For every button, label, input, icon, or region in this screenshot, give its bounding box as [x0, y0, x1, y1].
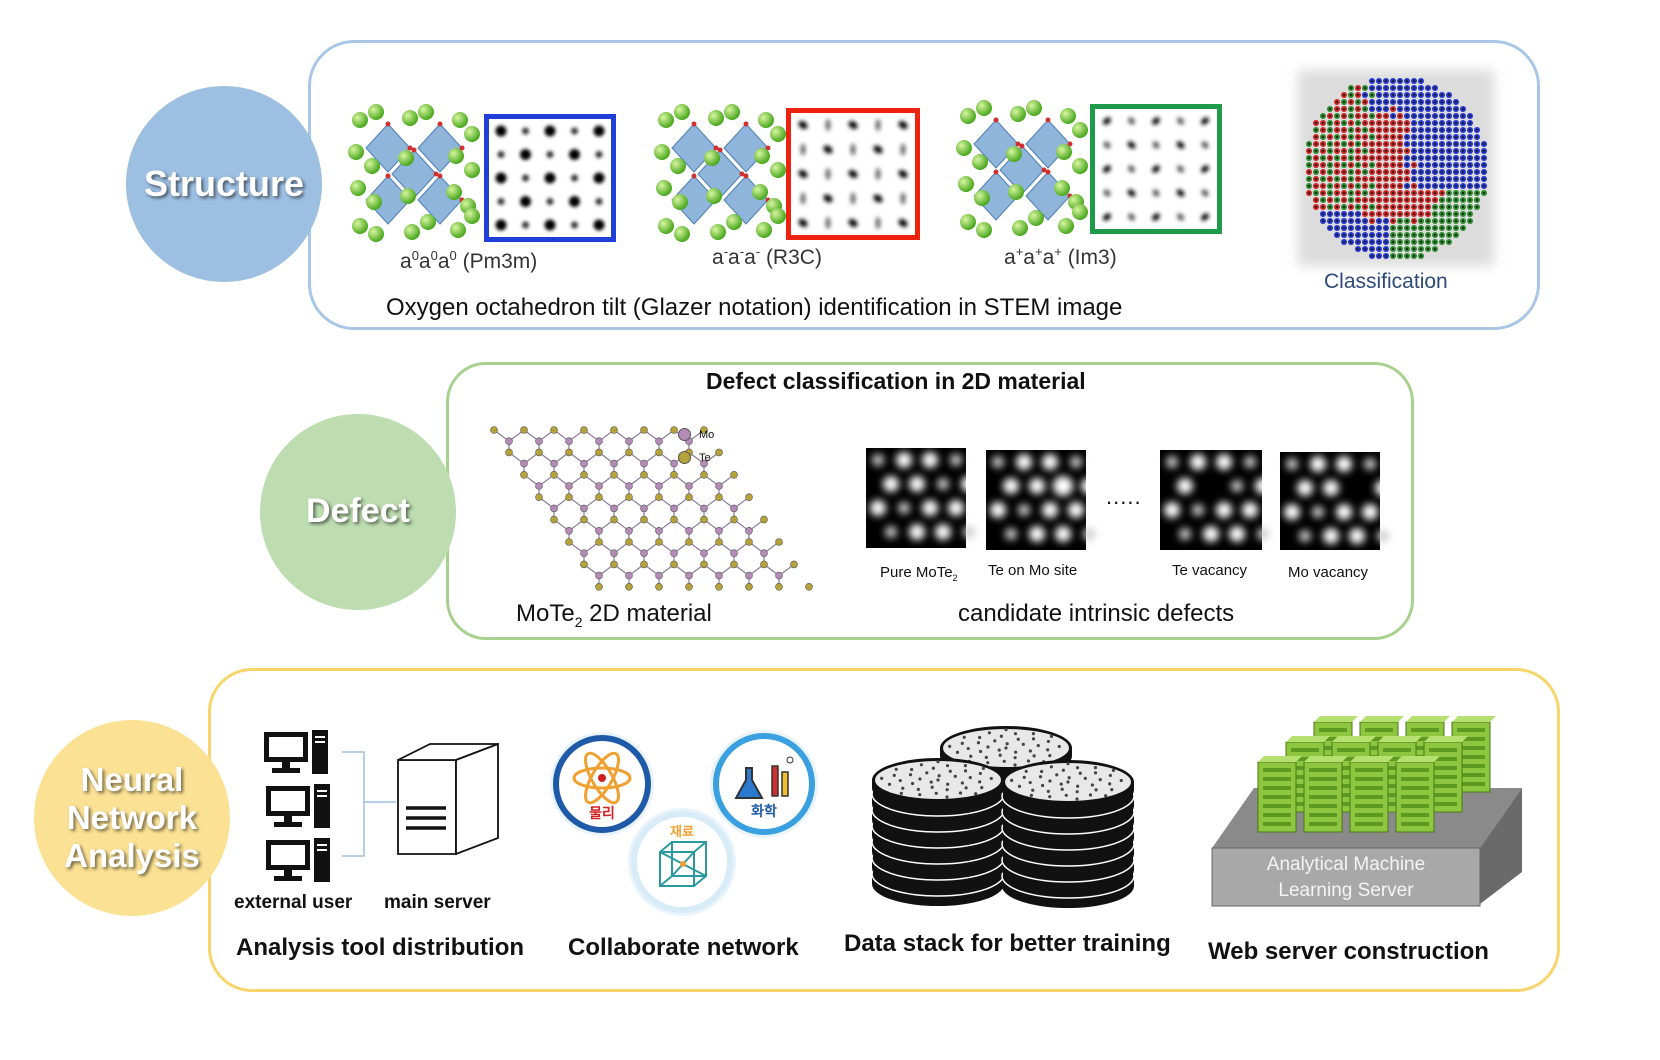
computer-icon [266, 784, 330, 828]
tilt-label-2: a-a-a- (R3C) [712, 244, 822, 269]
caption-data-stack: Data stack for better training [844, 930, 1171, 957]
material-label: MoTe2 2D material [516, 600, 712, 630]
legend: Mo Te [678, 428, 714, 464]
structure-circle: Structure [126, 86, 322, 282]
external-user-label: external user [234, 892, 353, 913]
chemistry-node: 화학 [710, 730, 818, 838]
physics-node: 물리 [550, 732, 654, 836]
computer-icon [266, 838, 330, 882]
legend-mo-label: Mo [699, 428, 715, 441]
cube-lattice-icon [659, 841, 707, 887]
classification-map [1298, 70, 1494, 266]
defect-ellipsis: ..... [1106, 484, 1142, 509]
nn-circle-line-2: Network [66, 799, 198, 837]
mote2-lattice [490, 426, 813, 591]
rack-unit [1395, 756, 1440, 833]
server-label-line-2: Learning Server [1278, 880, 1414, 901]
tilt-label-1: a0a0a0 (Pm3m) [400, 248, 538, 273]
materials-node: 재료 [628, 808, 736, 916]
rack-unit [1349, 756, 1394, 833]
network-diagram: 물리 화학 재료 [550, 730, 818, 916]
nn-circle-line-1: Neural [80, 761, 184, 799]
caption-web-server: Web server construction [1208, 938, 1489, 965]
candidate-label-mo-vacancy: Mo vacancy [1288, 564, 1369, 581]
nn-circle: Neural Network Analysis [34, 720, 230, 916]
defect-circle: Defect [260, 414, 456, 610]
defect-title: Defect classification in 2D material [706, 368, 1086, 394]
crystal-model-1 [348, 104, 480, 242]
data-stack-diagram [871, 726, 1135, 908]
web-server-diagram [1211, 716, 1522, 907]
computer-icon [264, 730, 328, 774]
disk-stack [871, 758, 1005, 906]
legend-te-label: Te [699, 451, 711, 464]
server-label: Analytical Machine Learning Server [1216, 852, 1476, 904]
svg-text:물리: 물리 [589, 806, 615, 822]
main-server-label: main server [384, 892, 491, 913]
legend-te-marker [678, 451, 691, 464]
defect-image-te-on-mo [986, 450, 1097, 550]
candidate-label-pure: Pure MoTe2 [880, 564, 958, 583]
atom-icon [572, 751, 632, 805]
connector-lines [342, 751, 396, 857]
tilt-label-3: a+a+a+ (Im3) [1004, 244, 1117, 269]
structure-caption: Oxygen octahedron tilt (Glazer notation)… [386, 294, 1123, 321]
defect-image-te-vacancy [1160, 450, 1271, 550]
nn-circle-line-3: Analysis [64, 836, 200, 874]
classification-label: Classification [1324, 270, 1448, 293]
server-icon [397, 742, 499, 856]
defect-image-mo-vacancy [1280, 452, 1391, 550]
candidate-label-te-on-mo: Te on Mo site [988, 562, 1078, 579]
defect-image-pure [866, 448, 977, 548]
defect-circle-label: Defect [306, 492, 410, 531]
distribution-diagram [264, 730, 499, 882]
caption-distribution: Analysis tool distribution [236, 934, 525, 961]
svg-text:재료: 재료 [670, 825, 694, 840]
server-label-line-1: Analytical Machine [1266, 854, 1426, 875]
svg-text:화학: 화학 [751, 804, 777, 820]
rack-unit [1257, 756, 1302, 833]
caption-network: Collaborate network [568, 934, 799, 961]
structure-circle-label: Structure [143, 163, 305, 205]
crystal-model-3 [956, 100, 1088, 238]
candidate-label-te-vacancy: Te vacancy [1172, 562, 1248, 579]
disk-stack [1001, 760, 1135, 908]
candidates-caption: candidate intrinsic defects [958, 600, 1235, 627]
rack-unit [1303, 756, 1348, 833]
flask-icon [734, 756, 794, 799]
stem-image-rhombo [786, 108, 920, 240]
stem-image-cubic [484, 114, 616, 242]
crystal-model-2 [654, 104, 786, 242]
legend-mo-marker [678, 428, 691, 441]
stem-image-body [1090, 104, 1222, 234]
